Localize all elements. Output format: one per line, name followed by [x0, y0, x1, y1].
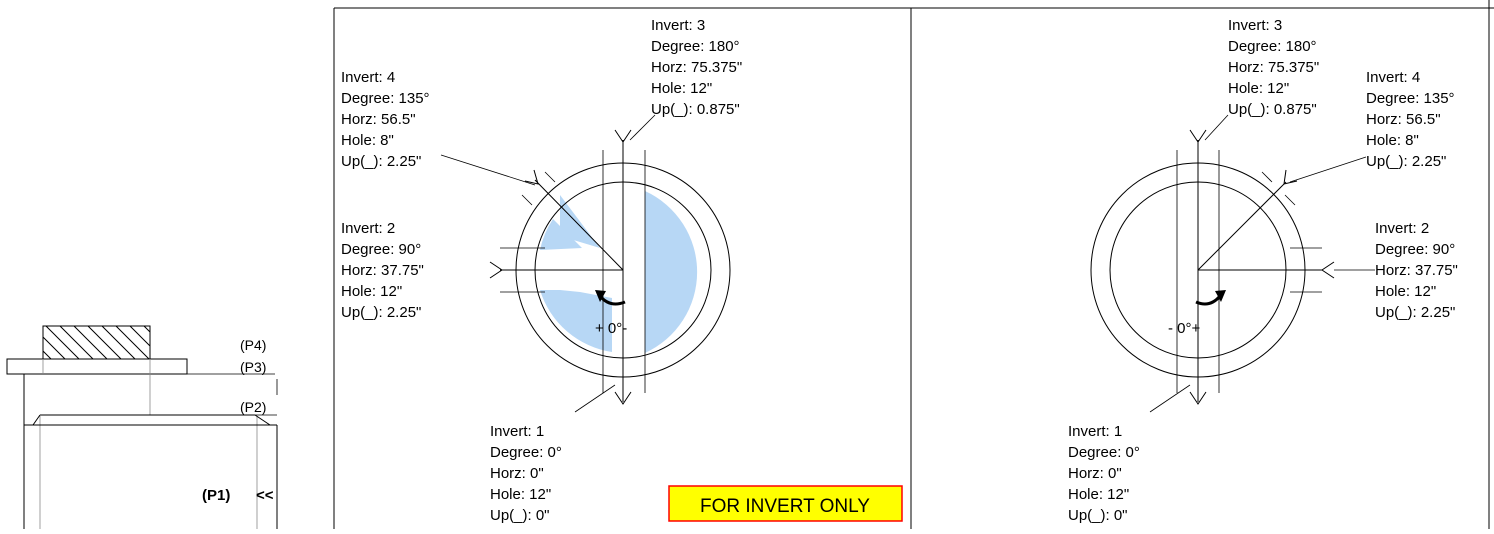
svg-text:Invert: 1: Invert: 1 — [490, 423, 544, 440]
svg-text:Degree: 135°: Degree: 135° — [1366, 90, 1455, 107]
svg-text:Invert: 3: Invert: 3 — [651, 17, 705, 34]
svg-text:Horz: 0": Horz: 0" — [1068, 465, 1122, 482]
svg-text:Degree: 0°: Degree: 0° — [1068, 444, 1140, 461]
panel-frames — [333, 0, 1494, 529]
top-hatched-cover — [42, 325, 151, 360]
left-invert1-label: Invert: 1 Degree: 0° Horz: 0" Hole: 12" … — [490, 423, 562, 524]
badge-text: FOR INVERT ONLY — [700, 496, 870, 517]
svg-text:Up(_): 0.875": Up(_): 0.875" — [651, 101, 740, 118]
svg-text:Horz: 37.75": Horz: 37.75" — [1375, 262, 1458, 279]
svg-text:Hole: 12": Hole: 12" — [341, 283, 402, 300]
left-plan-view: + 0°- Invert: 1 Degree: 0° Horz: 0" Hole… — [341, 17, 903, 524]
right-rotation-arrow-icon — [1195, 294, 1222, 306]
svg-text:Horz: 37.75": Horz: 37.75" — [341, 262, 424, 279]
svg-text:Hole: 8": Hole: 8" — [341, 132, 394, 149]
left-rotation-label: + 0°- — [595, 320, 627, 337]
svg-text:Horz: 75.375": Horz: 75.375" — [651, 59, 742, 76]
right-invert1-label: Invert: 1 Degree: 0° Horz: 0" Hole: 12" … — [1068, 423, 1140, 524]
svg-text:Up(_): 0": Up(_): 0" — [1068, 507, 1128, 524]
svg-text:Up(_): 2.25": Up(_): 2.25" — [341, 153, 421, 170]
right-rotation-label: - 0°+ — [1168, 320, 1201, 337]
svg-text:Degree: 90°: Degree: 90° — [1375, 241, 1455, 258]
label-p1: (P1) — [202, 487, 230, 504]
svg-text:Invert: 4: Invert: 4 — [341, 69, 395, 86]
left-invert3-label: Invert: 3 Degree: 180° Horz: 75.375" Hol… — [651, 17, 742, 118]
svg-text:Invert: 2: Invert: 2 — [341, 220, 395, 237]
label-p3: (P3) — [240, 359, 266, 375]
svg-text:Hole: 12": Hole: 12" — [490, 486, 551, 503]
svg-text:Up(_): 0": Up(_): 0" — [490, 507, 550, 524]
left-invert2-label: Invert: 2 Degree: 90° Horz: 37.75" Hole:… — [341, 220, 424, 321]
left-invert4-label: Invert: 4 Degree: 135° Horz: 56.5" Hole:… — [341, 69, 430, 170]
right-invert3-label: Invert: 3 Degree: 180° Horz: 75.375" Hol… — [1228, 17, 1319, 118]
p1-arrow-marker: << — [256, 487, 274, 504]
right-invert2-label: Invert: 2 Degree: 90° Horz: 37.75" Hole:… — [1375, 220, 1458, 321]
shaded-region-lower-left — [540, 290, 612, 352]
svg-text:Degree: 180°: Degree: 180° — [1228, 38, 1317, 55]
svg-text:Invert: 2: Invert: 2 — [1375, 220, 1429, 237]
svg-text:Hole: 12": Hole: 12" — [1068, 486, 1129, 503]
svg-text:Hole: 12": Hole: 12" — [1228, 80, 1289, 97]
svg-text:Hole: 8": Hole: 8" — [1366, 132, 1419, 149]
svg-text:Degree: 90°: Degree: 90° — [341, 241, 421, 258]
svg-text:Horz: 75.375": Horz: 75.375" — [1228, 59, 1319, 76]
for-invert-only-badge — [668, 485, 903, 522]
right-invert4-pipe — [1197, 181, 1287, 271]
svg-text:Invert: 3: Invert: 3 — [1228, 17, 1282, 34]
label-p4: (P4) — [240, 337, 266, 353]
svg-text:Invert: 1: Invert: 1 — [1068, 423, 1122, 440]
left-invert4-pipe — [534, 179, 624, 271]
svg-text:Horz: 56.5": Horz: 56.5" — [341, 111, 416, 128]
side-elevation-view: (P4) (P3) (P2) (P1) << — [6, 325, 278, 529]
svg-text:Up(_): 2.25": Up(_): 2.25" — [1366, 153, 1446, 170]
svg-text:Horz: 56.5": Horz: 56.5" — [1366, 111, 1441, 128]
shaded-region-right — [645, 191, 698, 353]
svg-text:Invert: 4: Invert: 4 — [1366, 69, 1420, 86]
svg-text:Horz: 0": Horz: 0" — [490, 465, 544, 482]
svg-text:Up(_): 2.25": Up(_): 2.25" — [1375, 304, 1455, 321]
svg-text:Up(_): 0.875": Up(_): 0.875" — [1228, 101, 1317, 118]
label-p2: (P2) — [240, 399, 266, 415]
svg-text:Degree: 0°: Degree: 0° — [490, 444, 562, 461]
right-invert4-label: Invert: 4 Degree: 135° Horz: 56.5" Hole:… — [1366, 69, 1455, 170]
svg-text:Degree: 180°: Degree: 180° — [651, 38, 740, 55]
svg-text:Hole: 12": Hole: 12" — [1375, 283, 1436, 300]
svg-text:Degree: 135°: Degree: 135° — [341, 90, 430, 107]
svg-text:Hole: 12": Hole: 12" — [651, 80, 712, 97]
top-slab — [6, 358, 188, 375]
svg-text:Up(_): 2.25": Up(_): 2.25" — [341, 304, 421, 321]
right-plan-view: - 0°+ Invert: 1 Degree: 0° Horz: 0" Hole… — [1068, 17, 1458, 524]
